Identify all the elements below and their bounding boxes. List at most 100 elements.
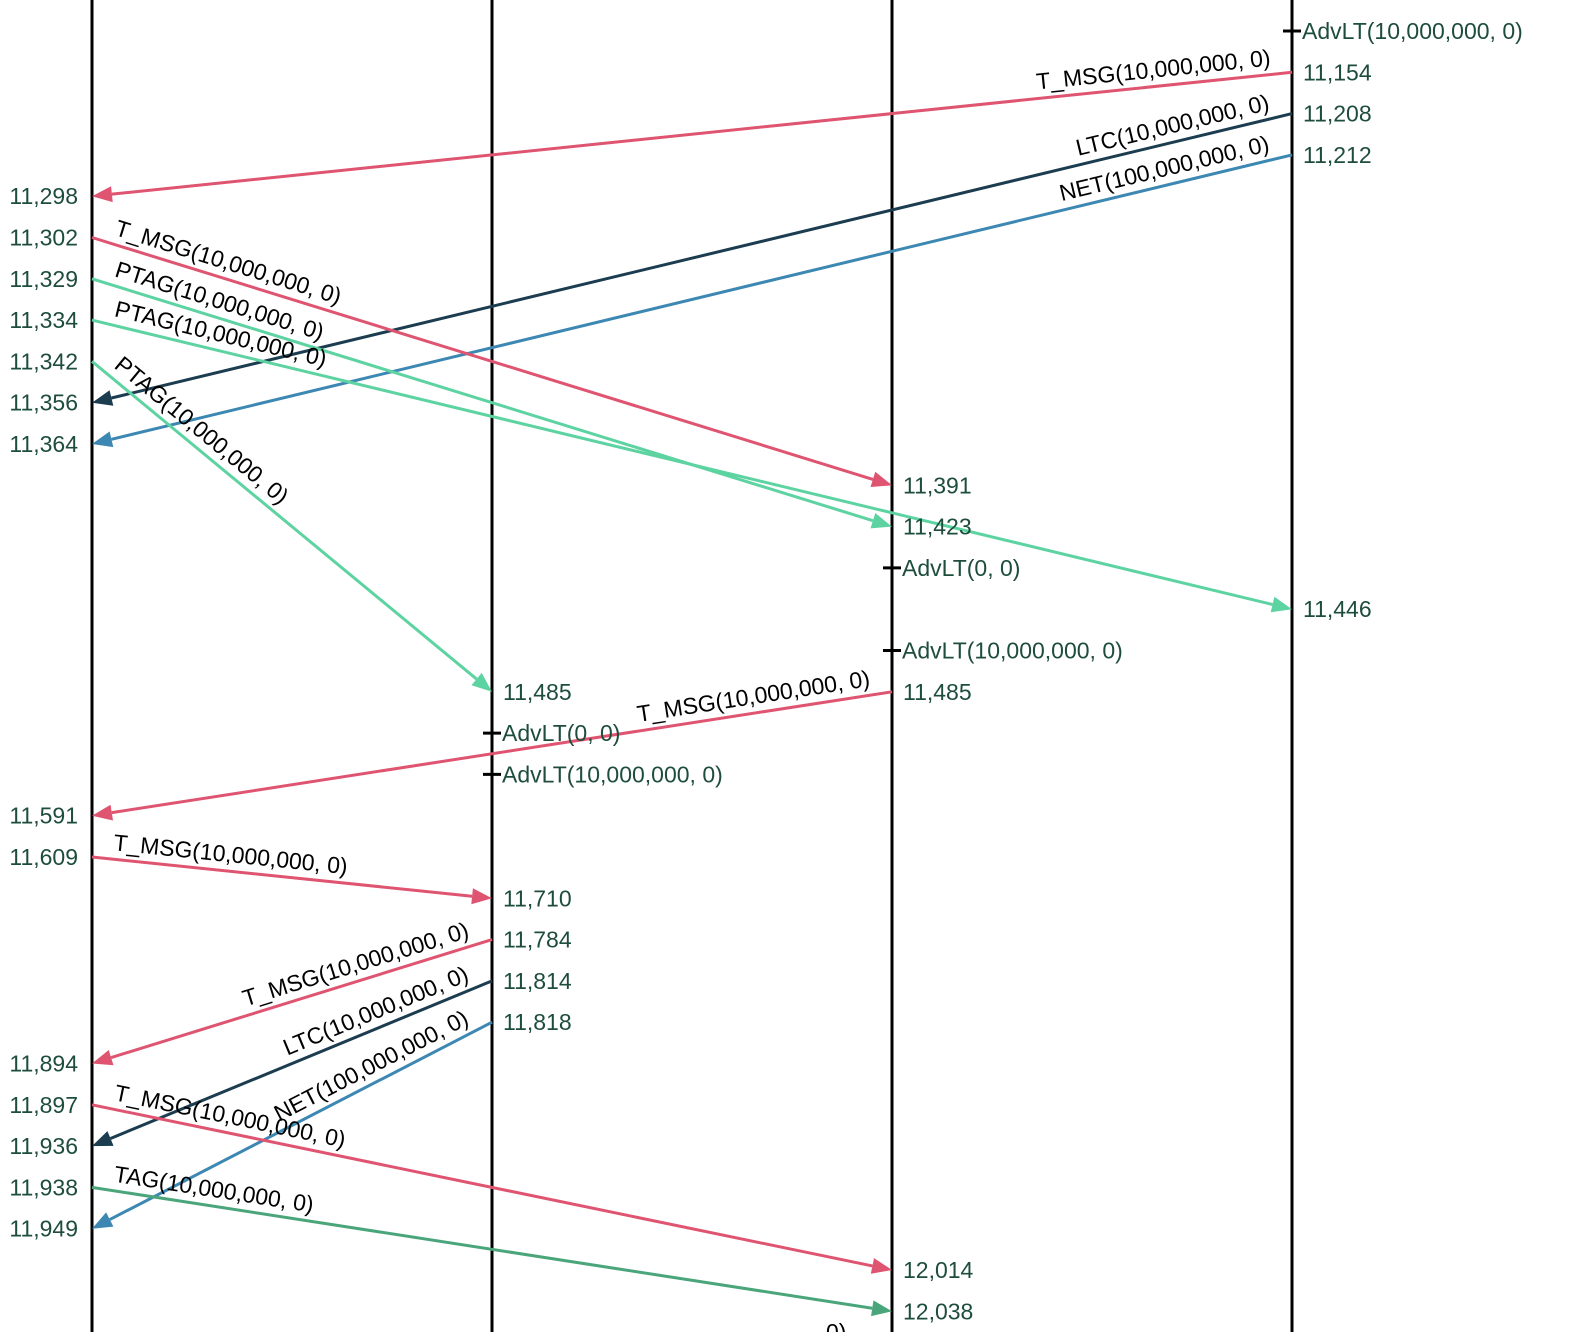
arrowhead-icon [870,1258,892,1274]
timestamp: 11,938 [9,1174,78,1200]
timestamp-label: 11,818 [503,1009,572,1035]
timestamp: 11,446 [1303,596,1372,622]
arrow-line [111,690,893,815]
timestamp-label: 11,591 [9,803,78,829]
advance-marker: AdvLT(10,000,000, 0) [1283,18,1523,44]
arrow-line [91,360,478,681]
timestamp: 12,038 [903,1298,973,1324]
timestamp: 11,485 [903,679,972,705]
advance-marker: AdvLT(0, 0) [883,555,1020,581]
timestamp: 11,342 [9,348,78,374]
timestamp-label: 11,485 [903,679,972,705]
timestamp: 11,364 [9,431,78,457]
timestamp: 11,936 [9,1133,78,1159]
arrow-line [91,1185,873,1310]
timestamp: 11,897 [9,1092,78,1118]
timestamp: 11,154 [1303,59,1372,85]
timestamp-label: 11,154 [1303,59,1372,85]
timestamp: 11,591 [9,803,78,829]
arrowhead-icon [92,186,113,203]
timestamp: 11,949 [9,1216,78,1242]
timestamp: 11,784 [503,927,572,953]
timestamp-label: 11,391 [903,472,972,498]
timestamp-label: 11,334 [9,307,78,333]
message-arrow-ptag: PTAG(10,000,000, 0) [91,296,1292,613]
timestamp-label: 11,212 [1303,142,1372,168]
timestamp-label: 11,356 [9,390,78,416]
advance-marker: AdvLT(10,000,000, 0) [883,638,1123,664]
timestamp-label: 11,302 [9,225,78,251]
arrowhead-icon [92,431,114,448]
timestamp-label: 11,423 [903,514,972,540]
message-label: TAG(10,000,000, 0) [112,1161,315,1218]
timestamp-label: 11,609 [9,844,78,870]
timeline-events: AdvLT(10,000,000, 0) 11,154 11,208 11,212 11… [9,18,1522,1324]
timestamp: 11,208 [1303,101,1372,127]
messages: T_MSG(10,000,000, 0)LTC(10,000,000, 0)NE… [91,45,1293,1317]
arrowhead-icon [92,1212,114,1229]
arrowhead-icon [92,390,114,406]
timestamp: 11,334 [9,307,78,333]
timestamp-label: 11,897 [9,1092,78,1118]
timestamp-label: 11,342 [9,348,78,374]
arrow-line [91,318,1273,606]
timestamp-label: 11,446 [1303,596,1372,622]
timestamp: 11,814 [503,968,572,994]
cut-off-label-fragment: 0) [826,1319,846,1332]
arrow-line [109,1020,493,1221]
timestamp: 11,391 [903,472,972,498]
arrow-line [111,153,1293,441]
timestamp-label: 11,208 [1303,101,1372,127]
timestamp: 11,609 [9,844,78,870]
timestamp: 11,298 [9,183,78,209]
arrow-line [91,855,473,898]
timestamp: 11,485 [503,679,572,705]
timestamp-label: 11,814 [503,968,572,994]
message-label: T_MSG(10,000,000, 0) [635,665,871,727]
arrowhead-icon [471,672,492,692]
timestamp: 12,014 [903,1257,974,1283]
advance-marker: AdvLT(0, 0) [483,720,620,746]
arrow-line [91,236,874,481]
timestamp: 11,212 [1303,142,1372,168]
timestamp-label: 11,784 [503,927,572,953]
message-arrow-t_msg: T_MSG(10,000,000, 0) [91,829,492,905]
arrowhead-icon [92,1049,114,1066]
timestamp-label: 12,014 [903,1257,974,1283]
timestamp: 11,894 [9,1051,78,1077]
arrow-line [91,1103,873,1268]
timestamp-label: 11,364 [9,431,78,457]
timestamp-label: 11,894 [9,1051,78,1077]
timestamp-label: 11,710 [503,885,572,911]
arrow-line [111,70,1293,196]
timestamp-label: 12,038 [903,1298,973,1324]
advance-label: AdvLT(0, 0) [502,720,620,746]
timestamp: 11,818 [503,1009,572,1035]
arrow-line [91,277,874,523]
arrowhead-icon [471,888,492,905]
arrow-line [109,979,493,1140]
timestamp-label: 11,329 [9,266,78,292]
arrowhead-icon [92,804,113,821]
lifelines [90,0,1294,1332]
timestamp-label: 11,936 [9,1133,78,1159]
advance-label: AdvLT(0, 0) [902,555,1020,581]
timestamp: 11,423 [903,514,972,540]
arrow-line [111,112,1293,400]
timestamp: 11,356 [9,390,78,416]
arrowhead-icon [1270,596,1292,613]
arrowhead-icon [92,1131,114,1147]
advance-label: AdvLT(10,000,000, 0) [1302,18,1523,44]
arrowhead-icon [871,1300,892,1317]
arrow-line [110,938,493,1060]
advance-label: AdvLT(10,000,000, 0) [502,761,723,787]
advance-marker: AdvLT(10,000,000, 0) [483,761,723,787]
timestamp-label: 11,485 [503,679,572,705]
arrowhead-icon [870,471,892,488]
timestamp-label: 11,938 [9,1174,78,1200]
arrowhead-icon [870,513,892,529]
timestamp-label: 11,949 [9,1216,78,1242]
timestamp: 11,329 [9,266,78,292]
timestamp: 11,302 [9,225,78,251]
